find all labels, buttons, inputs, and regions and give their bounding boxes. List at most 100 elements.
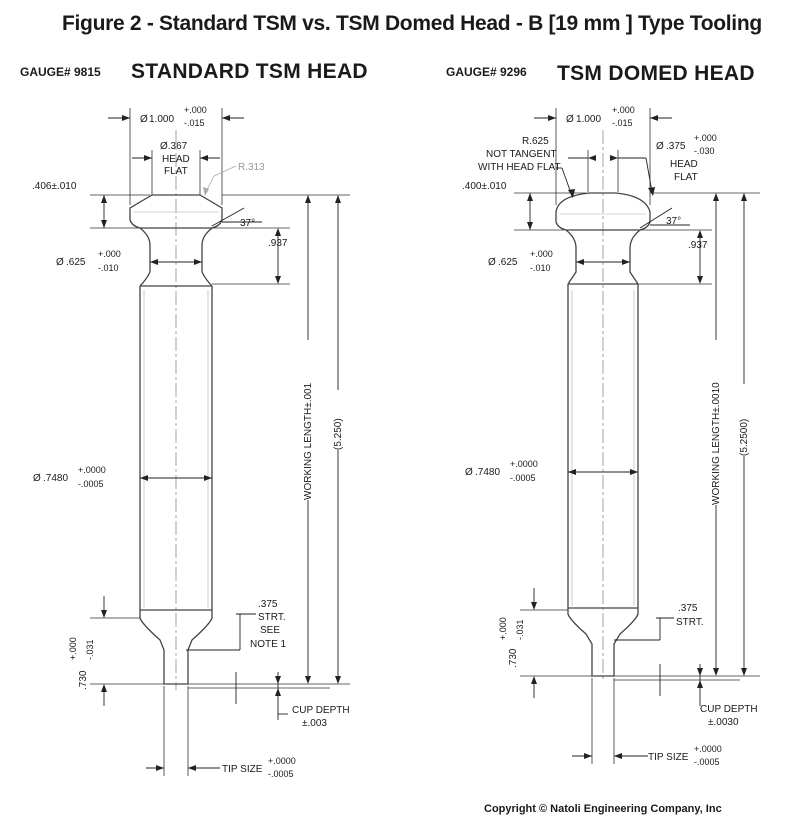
right-barrel-diameter-dim: Ø .7480 +.0000 -.0005 <box>465 459 638 483</box>
right-tip-length-tol-upper: +.000 <box>498 617 508 640</box>
right-gauge-number: GAUGE# 9296 <box>446 65 527 79</box>
right-barrel-dia-symbol: Ø <box>465 467 473 478</box>
left-head-flat-label-2: FLAT <box>164 166 188 177</box>
right-tip-size-tol-lower: -.0005 <box>694 757 720 767</box>
right-head-dia-symbol: Ø <box>566 114 574 125</box>
right-punch-tip <box>567 607 639 677</box>
left-angle-label: 37° <box>240 218 255 229</box>
left-barrel-dia-tol-upper: +.0000 <box>78 465 106 475</box>
right-barrel-dia-tol-lower: -.0005 <box>510 473 536 483</box>
right-flat-dia-tol-upper: +.000 <box>694 133 717 143</box>
left-barrel-dia-symbol: Ø <box>33 473 41 484</box>
left-cup-depth-dim: CUP DEPTH ±.003 <box>188 672 350 729</box>
left-neck-dia-value: .625 <box>66 257 86 268</box>
right-working-length: WORKING LENGTH±.0010 <box>711 382 722 505</box>
left-neck-length-dim: .937 <box>212 227 290 285</box>
left-neck-diameter-dim: Ø .625 +.000 -.010 <box>56 249 202 273</box>
left-gauge-number: GAUGE# 9815 <box>20 65 101 79</box>
figure-title: Figure 2 - Standard TSM vs. TSM Domed He… <box>62 12 762 35</box>
left-straight-callout: .375 STRT. SEE NOTE 1 <box>186 599 287 651</box>
right-flat-dia-value: .375 <box>666 141 686 152</box>
left-head-dia-value: 1.000 <box>149 114 174 125</box>
right-tip-length-dim: .730 +.000 -.031 <box>498 588 592 698</box>
copyright-notice: Copyright © Natoli Engineering Company, … <box>484 803 722 815</box>
left-punch-barrel <box>139 285 213 610</box>
left-neck-dia-tol-lower: -.010 <box>98 263 119 273</box>
right-flat-dia-symbol: Ø <box>656 141 664 152</box>
right-tip-size-label: TIP SIZE <box>648 752 689 763</box>
left-neck-dia-symbol: Ø <box>56 257 64 268</box>
left-tip-size-label: TIP SIZE <box>222 764 263 775</box>
right-radius-3: WITH HEAD FLAT <box>478 162 561 173</box>
left-head-flat-dia: Ø.367 <box>160 141 188 152</box>
right-tip-size-tol-upper: +.0000 <box>694 744 722 754</box>
right-cup-depth-dim: CUP DEPTH ±.0030 <box>614 664 758 728</box>
right-head-dia-tol-upper: +.000 <box>612 105 635 115</box>
left-straight-3: SEE <box>260 625 280 636</box>
left-tip-size-tol-upper: +.0000 <box>268 756 296 766</box>
right-straight-1: .375 <box>678 603 698 614</box>
left-overall-length: (5.250) <box>333 418 344 450</box>
left-head-dia-tol-lower: -.015 <box>184 118 205 128</box>
right-heading: TSM DOMED HEAD <box>557 62 755 85</box>
right-neck-dia-symbol: Ø <box>488 257 496 268</box>
left-head-flat-label-1: HEAD <box>162 154 190 165</box>
right-head-dia-value: 1.000 <box>576 114 601 125</box>
right-head-diameter-dim: Ø 1.000 +.000 -.015 <box>534 105 672 205</box>
left-angle-dim: 37° <box>211 207 262 229</box>
right-barrel-dia-tol-upper: +.0000 <box>510 459 538 469</box>
right-cup-depth-tol: ±.0030 <box>708 717 739 728</box>
left-tip-length-tol-lower: -.031 <box>85 639 95 660</box>
right-neck-diameter-dim: Ø .625 +.000 -.010 <box>488 249 630 273</box>
right-radius-2: NOT TANGENT <box>486 149 557 160</box>
right-flat-dia-tol-lower: -.030 <box>694 146 715 156</box>
left-radius-callout: R.313 <box>203 162 265 196</box>
right-radius-callout: R.625 NOT TANGENT WITH HEAD FLAT <box>478 136 575 198</box>
left-straight-1: .375 <box>258 599 278 610</box>
left-radius-label: R.313 <box>238 162 265 173</box>
right-flat-dim: Ø .375 +.000 -.030 HEAD FLAT <box>568 133 717 196</box>
left-cup-depth-label: CUP DEPTH <box>292 705 350 716</box>
left-head-dia-tol-upper: +.000 <box>184 105 207 115</box>
right-head-thickness: .400±.010 <box>462 181 507 192</box>
left-head-thickness-dim: .406±.010 <box>32 181 150 229</box>
right-head-dia-tol-lower: -.015 <box>612 118 633 128</box>
right-head-flat-label-2: FLAT <box>674 172 698 183</box>
left-working-length: WORKING LENGTH±.001 <box>303 382 314 500</box>
right-overall-length: (5.2500) <box>739 419 750 456</box>
left-heading: STANDARD TSM HEAD <box>131 60 368 83</box>
left-cup-depth-tol: ±.003 <box>302 718 327 729</box>
left-tip-size-dim: TIP SIZE +.0000 -.0005 <box>146 686 296 779</box>
left-head-dia-symbol: Ø <box>140 114 148 125</box>
right-cup-depth-label: CUP DEPTH <box>700 704 758 715</box>
left-neck-length: .937 <box>268 238 288 249</box>
right-neck-dia-tol-upper: +.000 <box>530 249 553 259</box>
left-straight-4: NOTE 1 <box>250 639 287 650</box>
right-head-flat-label-1: HEAD <box>670 159 698 170</box>
right-straight-2: STRT. <box>676 617 704 628</box>
left-tip-length-tol-upper: +.000 <box>68 637 78 660</box>
right-punch-neck <box>565 229 641 285</box>
left-head-diameter-dim: Ø 1.000 +.000 -.015 <box>108 105 244 205</box>
right-length-dims: WORKING LENGTH±.0010 (5.2500) <box>614 192 760 677</box>
left-barrel-dia-value: .7480 <box>43 473 68 484</box>
left-head-thickness: .406±.010 <box>32 181 77 192</box>
right-neck-length-dim: .937 <box>638 229 712 285</box>
left-tip-length: .730 <box>78 670 89 690</box>
left-punch-tip <box>139 609 213 685</box>
left-head-flat-dim: Ø.367 HEAD FLAT <box>132 141 220 195</box>
left-length-dims: WORKING LENGTH±.001 (5.250) <box>188 194 350 685</box>
right-straight-callout: .375 STRT. <box>614 603 704 641</box>
right-tip-length-tol-lower: -.031 <box>515 619 525 640</box>
right-radius-1: R.625 <box>522 136 549 147</box>
left-barrel-diameter-dim: Ø .7480 +.0000 -.0005 <box>33 465 212 489</box>
right-barrel-dia-value: .7480 <box>475 467 500 478</box>
right-head-thickness-dim: .400±.010 <box>462 181 586 231</box>
right-tip-length: .730 <box>508 648 519 668</box>
left-punch <box>129 130 223 690</box>
left-straight-2: STRT. <box>258 612 286 623</box>
right-punch <box>555 130 651 682</box>
right-angle-label: 37° <box>666 216 681 227</box>
left-punch-neck <box>139 227 213 287</box>
left-tip-length-dim: .730 +.000 -.031 <box>68 596 164 706</box>
